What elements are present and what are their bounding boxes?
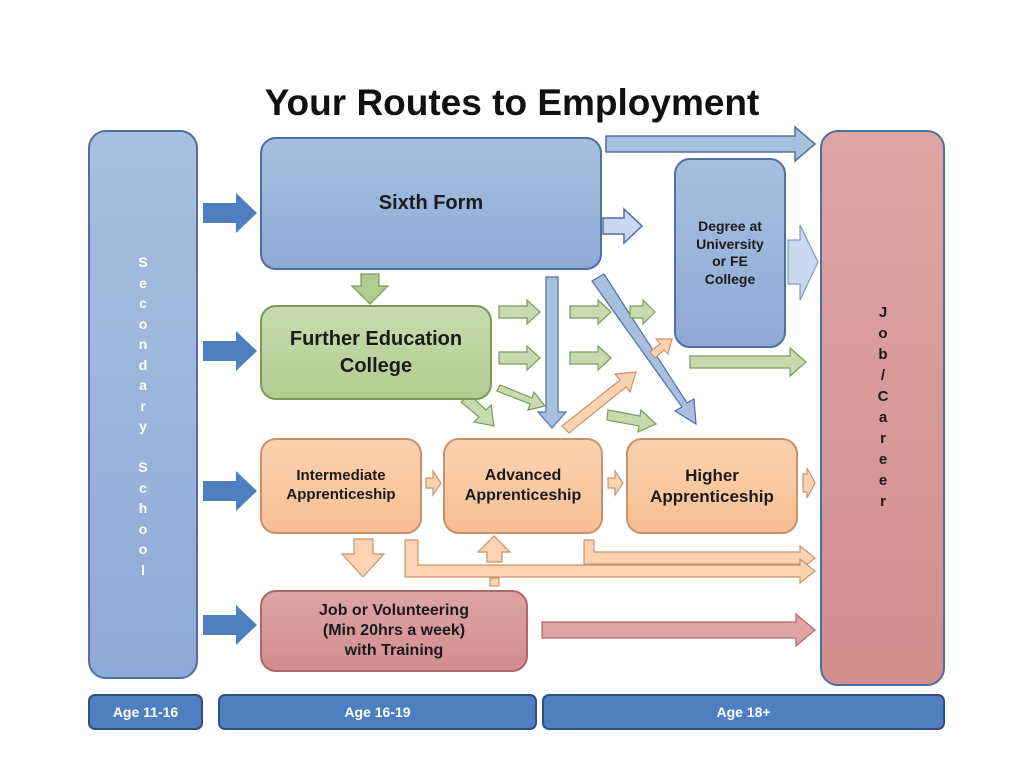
age-bar-18-plus: Age 18+ <box>542 694 945 730</box>
arrow-sixth-to-higher <box>591 273 697 426</box>
secondary-school-letter: o <box>138 315 148 332</box>
arrow-fe-mid-1 <box>498 344 541 372</box>
further-education-box: Further Education College <box>260 305 492 400</box>
arrow-school-to-fe <box>203 331 257 371</box>
arrow-fe-to-career <box>689 346 807 378</box>
arrow-job-to-career <box>541 612 816 648</box>
secondary-school-letter: c <box>139 479 147 496</box>
job-line-1: Job or Volunteering <box>319 602 469 619</box>
secondary-school-letter: r <box>140 397 146 414</box>
arrow-fe-right-2 <box>569 298 612 326</box>
higher-line-1: Higher <box>685 465 739 485</box>
higher-line-2: Apprenticeship <box>650 487 774 506</box>
arrow-job-up-to-advanced <box>476 535 512 563</box>
arrow-advanced-l-to-career <box>583 539 816 572</box>
advanced-apprenticeship-box: Advanced Apprenticeship <box>443 438 603 534</box>
job-line-3: with Training <box>344 642 444 659</box>
secondary-school-letter: a <box>139 377 147 393</box>
arrow-higher-to-career <box>802 467 816 499</box>
job-career-letter: / <box>880 367 886 384</box>
job-line-2: (Min 20hrs a week) <box>322 622 466 639</box>
arrow-sixth-to-fe <box>350 273 390 305</box>
intermediate-line-2: Apprenticeship <box>286 486 396 503</box>
secondary-school-letter: d <box>138 356 148 373</box>
connector-stub <box>489 577 500 587</box>
arrow-intermediate-l-to-career <box>404 539 816 585</box>
job-career-letter: C <box>877 388 889 405</box>
job-volunteering-box: Job or Volunteering (Min 20hrs a week) w… <box>260 590 528 672</box>
job-career-letter: a <box>878 409 888 426</box>
arrow-advanced-to-degree <box>561 371 637 434</box>
arrow-fe-mid-2 <box>569 344 612 372</box>
age-bar-11-16: Age 11-16 <box>88 694 203 730</box>
secondary-school-letter: y <box>139 418 147 434</box>
fe-line-1: Further Education <box>289 327 463 350</box>
job-career-letter: e <box>878 451 888 468</box>
job-career-column <box>820 130 945 686</box>
degree-box: Degree at University or FE College <box>674 158 786 348</box>
arrow-school-to-job <box>203 605 257 645</box>
secondary-school-letter: S <box>138 459 148 475</box>
job-career-letter: e <box>878 472 888 489</box>
arrow-sixth-to-advanced <box>536 276 568 429</box>
secondary-school-letter: o <box>138 520 148 537</box>
arrow-fe-down-right <box>496 384 547 411</box>
arrow-advanced-to-higher <box>607 469 624 497</box>
page-title: Your Routes to Employment <box>264 82 760 123</box>
arrow-intermediate-to-advanced <box>425 469 442 497</box>
job-career-letter: b <box>878 346 888 363</box>
secondary-school-letter: l <box>141 561 145 578</box>
degree-line-2: University <box>696 235 764 252</box>
arrow-school-to-sixth-form <box>203 193 257 233</box>
secondary-school-letter: c <box>139 295 147 311</box>
advanced-line-1: Advanced <box>484 467 562 484</box>
arrow-fe-to-higher <box>606 408 658 434</box>
arrow-intermediate-down <box>340 538 386 578</box>
arrow-sixth-to-career <box>605 125 817 163</box>
arrow-to-degree-small <box>649 338 673 359</box>
secondary-school-letter: o <box>138 541 148 557</box>
advanced-line-2: Apprenticeship <box>464 487 582 504</box>
secondary-school-letter: e <box>139 274 147 291</box>
secondary-school-letter: S <box>138 254 148 270</box>
job-career-letter: r <box>880 430 886 447</box>
secondary-school-letter: n <box>138 336 148 352</box>
degree-line-4: College <box>704 270 756 287</box>
arrow-degree-to-career <box>787 224 819 301</box>
fe-line-2: College <box>339 354 413 377</box>
arrow-sixth-to-degree <box>602 207 644 245</box>
degree-line-3: or FE <box>712 253 748 269</box>
degree-line-1: Degree at <box>698 218 762 234</box>
arrow-school-to-intermediate <box>203 471 257 511</box>
sixth-form-box: Sixth Form <box>260 137 602 270</box>
job-career-letter: J <box>878 304 888 321</box>
age-bar-16-19: Age 16-19 <box>218 694 537 730</box>
sixth-form-label: Sixth Form <box>378 192 484 214</box>
higher-apprenticeship-box: Higher Apprenticeship <box>626 438 798 534</box>
job-career-letter: o <box>878 325 888 342</box>
arrow-fe-to-degree <box>629 298 656 326</box>
secondary-school-column <box>88 130 198 679</box>
arrow-fe-right-1 <box>498 298 541 326</box>
intermediate-line-1: Intermediate <box>296 467 386 485</box>
intermediate-apprenticeship-box: Intermediate Apprenticeship <box>260 438 422 534</box>
secondary-school-letter: h <box>138 500 148 516</box>
job-career-letter: r <box>880 493 886 510</box>
